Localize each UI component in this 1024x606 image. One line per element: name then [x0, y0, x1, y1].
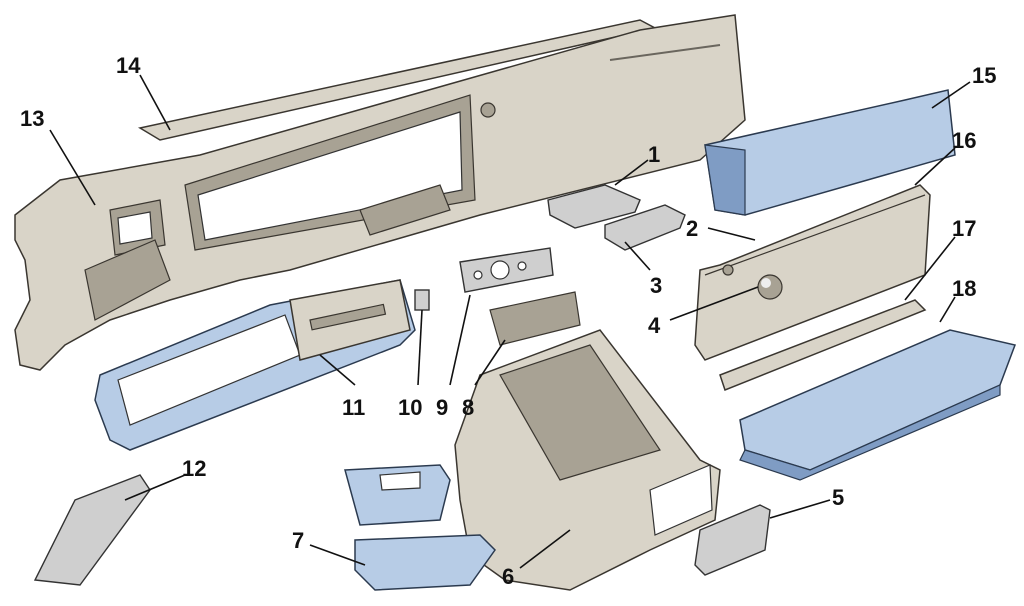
part-5-cover — [694, 504, 771, 576]
part-11-instrument-bezel — [94, 279, 416, 451]
label-15: 15 — [972, 63, 996, 88]
part-10-clip — [414, 289, 430, 311]
leader-lines — [49, 74, 971, 569]
label-11: 11 — [342, 395, 365, 420]
label-7: 7 — [292, 528, 304, 553]
part-17-strip — [719, 299, 927, 391]
label-6: 6 — [502, 564, 514, 589]
part-4-knob — [757, 274, 783, 300]
label-8: 8 — [462, 395, 474, 420]
label-14: 14 — [116, 53, 141, 78]
label-4: 4 — [648, 313, 661, 338]
part-16-glovebox-lid — [694, 184, 931, 361]
part-6-console — [454, 329, 721, 591]
part-3-vent — [604, 204, 686, 251]
part-8-plate — [489, 291, 581, 346]
label-12: 12 — [182, 456, 206, 481]
label-3: 3 — [650, 273, 662, 298]
part-13-dashboard-panel — [14, 14, 746, 371]
label-1: 1 — [648, 142, 660, 167]
label-2: 2 — [686, 216, 698, 241]
part-1-vent — [547, 184, 641, 229]
label-17: 17 — [952, 216, 976, 241]
label-18: 18 — [952, 276, 976, 301]
label-13: 13 — [20, 106, 44, 131]
label-5: 5 — [832, 485, 844, 510]
part-15-glovebox-liner — [704, 89, 956, 216]
label-10: 10 — [398, 395, 422, 420]
part-7-cup-holder — [344, 464, 496, 591]
label-16: 16 — [952, 128, 976, 153]
part-9-switch-panel — [459, 247, 554, 293]
part-12-speaker-grille — [33, 474, 151, 586]
label-9: 9 — [436, 395, 448, 420]
part-18-tray — [739, 329, 1017, 481]
